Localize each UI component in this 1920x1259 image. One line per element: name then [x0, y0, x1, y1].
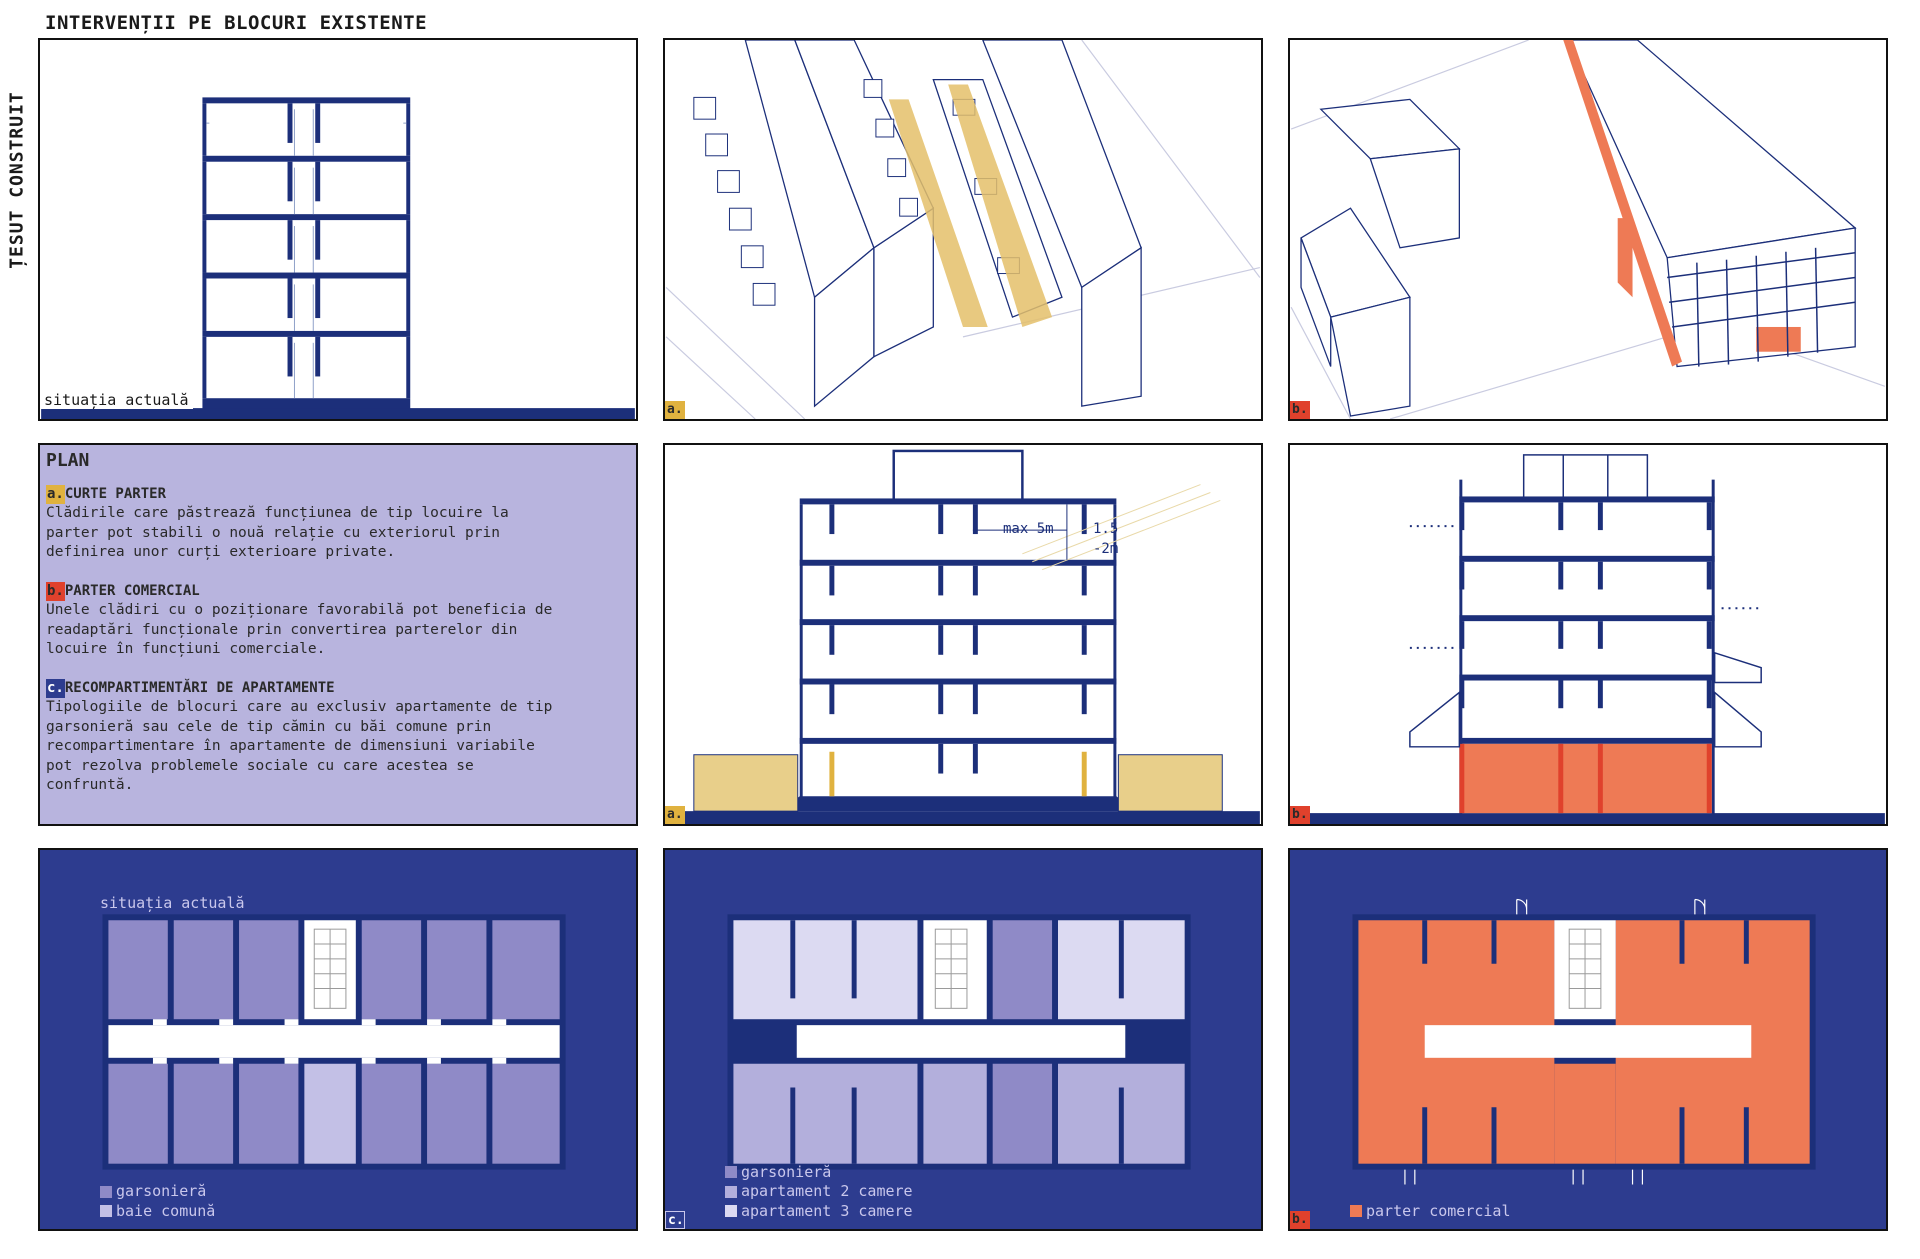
legend-repartition: garsonieră apartament 2 camere apartamen… — [725, 1163, 913, 1222]
panel-plan-text: PLAN a.CURTE PARTER Clădirile care păstr… — [38, 443, 638, 826]
tag-b-plan: b. — [1290, 1211, 1310, 1229]
panel-section-commercial: b. — [1288, 443, 1888, 826]
axon-commercial-drawing — [1290, 40, 1886, 419]
tag-c: c. — [665, 1211, 685, 1229]
legend-item: baie comună — [100, 1202, 215, 1222]
tag-a: a. — [665, 401, 685, 419]
dim-max-5m: max 5m — [1003, 521, 1054, 537]
panel-plan-commercial: parter comercial b. — [1288, 848, 1888, 1231]
section-a: a.CURTE PARTER Clădirile care păstrează … — [46, 484, 509, 560]
tag-b-section: b. — [1290, 806, 1310, 824]
section-b: b.PARTER COMERCIAL Unele clădiri cu o po… — [46, 581, 553, 657]
section-c: c.RECOMPARTIMENTĂRI DE APARTAMENTE Tipol… — [46, 678, 553, 793]
panel-section-courtyard: max 5m 1.5 -2m a. — [663, 443, 1263, 826]
panel-facade-current: situația actuală — [38, 38, 638, 421]
dim-depth: -2m — [1093, 541, 1119, 557]
facade-current-drawing — [41, 97, 635, 419]
legend-commercial: parter comercial — [1350, 1202, 1511, 1222]
axon-courtyards-drawing — [665, 40, 1261, 419]
tag-a-section: a. — [665, 806, 685, 824]
caption-current: situația actuală — [40, 391, 193, 409]
legend-item: apartament 3 camere — [725, 1202, 913, 1222]
side-title: ȚESUT CONSTRUIT — [6, 91, 28, 269]
panel-axon-courtyards: a. — [663, 38, 1263, 421]
legend-item: apartament 2 camere — [725, 1182, 913, 1202]
plan-title: PLAN — [46, 450, 90, 471]
legend-current: garsonieră baie comună — [100, 1182, 215, 1221]
section-courtyard-drawing — [666, 449, 1260, 824]
page-title: INTERVENȚII PE BLOCURI EXISTENTE — [45, 12, 428, 34]
tag-b: b. — [1290, 401, 1310, 419]
plan-repartition-drawing — [727, 914, 1191, 1170]
panel-plan-repartition: garsonieră apartament 2 camere apartamen… — [663, 848, 1263, 1231]
legend-item: garsonieră — [725, 1163, 913, 1183]
plan-commercial-drawing — [1352, 898, 1816, 1185]
dim-height: 1.5 — [1093, 521, 1119, 537]
caption-plan-current: situația actuală — [100, 894, 245, 912]
panel-axon-commercial: b. — [1288, 38, 1888, 421]
plan-current-drawing — [102, 914, 566, 1170]
legend-item: garsonieră — [100, 1182, 215, 1202]
panel-plan-current: situația actuală garsonie — [38, 848, 638, 1231]
section-commercial-drawing — [1291, 454, 1885, 824]
legend-item: parter comercial — [1350, 1202, 1511, 1222]
